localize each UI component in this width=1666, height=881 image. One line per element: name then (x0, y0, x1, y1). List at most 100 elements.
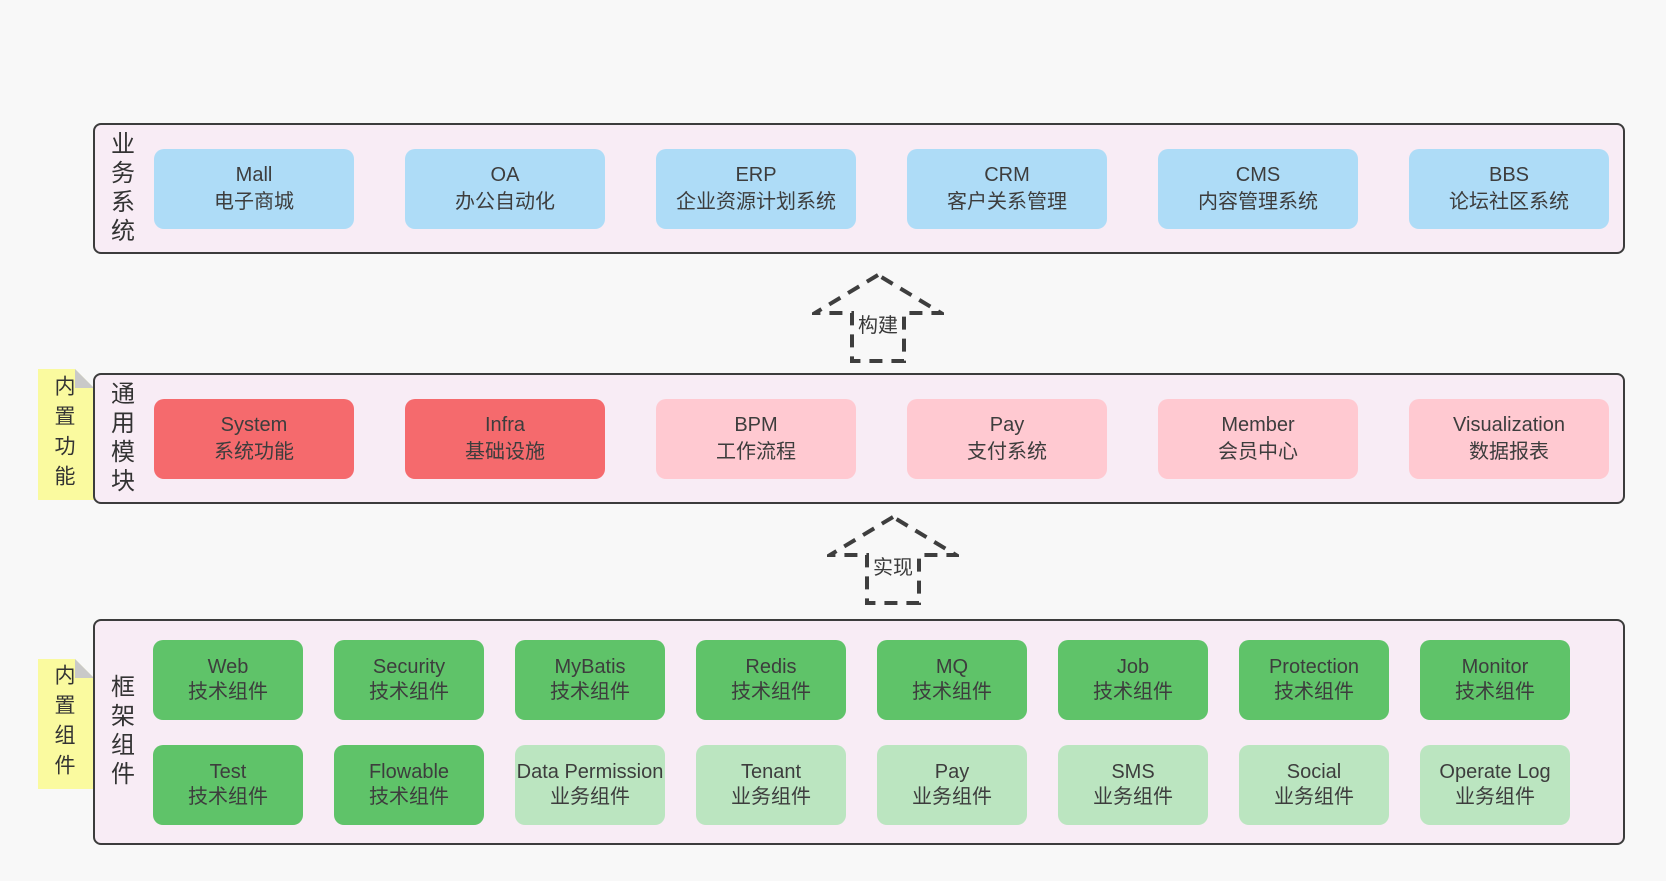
box-title: Operate Log (1439, 760, 1551, 783)
box-mall: Mall 电子商城 (154, 148, 354, 229)
box-subtitle: 业务组件 (1455, 785, 1535, 808)
framework-components-rows: Web 技术组件 Security 技术组件 MyBatis 技术组件 Redi… (153, 639, 1570, 825)
box-subtitle: 论坛社区系统 (1449, 190, 1569, 213)
box-subtitle: 工作流程 (716, 440, 796, 463)
arrow-up-icon (812, 272, 944, 363)
arrow-build: 构建 (812, 272, 944, 364)
box-subtitle: 技术组件 (369, 785, 449, 808)
box-title: CMS (1235, 163, 1281, 186)
arrow-implement: 实现 (827, 514, 959, 606)
box-cms: CMS 内容管理系统 (1158, 148, 1358, 229)
box-subtitle: 电子商城 (214, 190, 294, 213)
tab-built-in-components-label: 内置组件 (52, 664, 75, 784)
box-monitor: Monitor 技术组件 (1420, 639, 1570, 720)
box-redis: Redis 技术组件 (696, 639, 846, 720)
box-subtitle: 内容管理系统 (1198, 190, 1318, 213)
layer-business-systems-label: 业务系统 (106, 130, 134, 247)
arrow-up-icon (827, 514, 959, 605)
box-subtitle: 系统功能 (214, 440, 294, 463)
box-erp: ERP 企业资源计划系统 (656, 148, 856, 229)
box-protection: Protection 技术组件 (1239, 639, 1389, 720)
box-subtitle: 办公自动化 (455, 190, 555, 213)
box-pay-business: Pay 业务组件 (877, 744, 1027, 825)
box-web: Web 技术组件 (153, 639, 303, 720)
box-title: Job (1116, 655, 1150, 678)
box-title: Redis (745, 655, 797, 678)
box-data-permission: Data Permission 业务组件 (515, 744, 665, 825)
box-mq: MQ 技术组件 (877, 639, 1027, 720)
box-subtitle: 技术组件 (188, 785, 268, 808)
box-subtitle: 业务组件 (1274, 785, 1354, 808)
box-member: Member 会员中心 (1158, 398, 1358, 479)
box-title: BPM (734, 413, 778, 436)
box-title: CRM (984, 163, 1030, 186)
box-test: Test 技术组件 (153, 744, 303, 825)
box-subtitle: 技术组件 (1455, 680, 1535, 703)
box-security: Security 技术组件 (334, 639, 484, 720)
box-subtitle: 技术组件 (188, 680, 268, 703)
box-title: Infra (484, 413, 526, 436)
business-systems-row: Mall 电子商城 OA 办公自动化 ERP 企业资源计划系统 CRM 客户关系… (154, 148, 1609, 229)
box-title: Tenant (740, 760, 802, 783)
box-title: MyBatis (554, 655, 626, 678)
box-infra: Infra 基础设施 (405, 398, 605, 479)
box-title: BBS (1488, 163, 1530, 186)
tab-built-in-features-label: 内置功能 (52, 374, 75, 495)
box-subtitle: 技术组件 (1274, 680, 1354, 703)
box-title: Flowable (368, 760, 450, 783)
box-subtitle: 支付系统 (967, 440, 1047, 463)
box-title: Mall (235, 163, 273, 186)
box-subtitle: 技术组件 (369, 680, 449, 703)
box-bbs: BBS 论坛社区系统 (1409, 148, 1609, 229)
box-visualization: Visualization 数据报表 (1409, 398, 1609, 479)
box-mybatis: MyBatis 技术组件 (515, 639, 665, 720)
box-subtitle: 业务组件 (912, 785, 992, 808)
box-subtitle: 技术组件 (912, 680, 992, 703)
box-title: Social (1286, 760, 1342, 783)
box-title: Pay (934, 760, 970, 783)
box-title: Protection (1268, 655, 1360, 678)
box-tenant: Tenant 业务组件 (696, 744, 846, 825)
box-subtitle: 数据报表 (1469, 440, 1549, 463)
box-subtitle: 企业资源计划系统 (676, 190, 836, 213)
tab-built-in-components: 内置组件 (38, 659, 94, 789)
box-social: Social 业务组件 (1239, 744, 1389, 825)
box-subtitle: 客户关系管理 (947, 190, 1067, 213)
box-system: System 系统功能 (154, 398, 354, 479)
box-flowable: Flowable 技术组件 (334, 744, 484, 825)
box-subtitle: 业务组件 (1093, 785, 1173, 808)
box-title: MQ (935, 655, 969, 678)
box-sms: SMS 业务组件 (1058, 744, 1208, 825)
box-pay: Pay 支付系统 (907, 398, 1107, 479)
box-subtitle: 业务组件 (731, 785, 811, 808)
box-subtitle: 业务组件 (550, 785, 630, 808)
box-title: ERP (735, 163, 777, 186)
framework-components-row-2: Test 技术组件 Flowable 技术组件 Data Permission … (153, 744, 1570, 825)
box-title: Member (1221, 413, 1295, 436)
box-subtitle: 技术组件 (1093, 680, 1173, 703)
box-oa: OA 办公自动化 (405, 148, 605, 229)
box-subtitle: 基础设施 (465, 440, 545, 463)
box-title: Test (209, 760, 247, 783)
box-subtitle: 技术组件 (550, 680, 630, 703)
layer-framework-components: 框架组件 Web 技术组件 Security 技术组件 MyBatis 技术组件… (93, 619, 1625, 845)
layer-common-modules: 通用模块 System 系统功能 Infra 基础设施 BPM 工作流程 Pay… (93, 373, 1625, 504)
box-title: System (220, 413, 288, 436)
arrow-implement-label: 实现 (870, 550, 916, 581)
box-job: Job 技术组件 (1058, 639, 1208, 720)
arrow-build-label: 构建 (855, 308, 901, 339)
box-subtitle: 技术组件 (731, 680, 811, 703)
box-title: SMS (1111, 760, 1155, 783)
box-crm: CRM 客户关系管理 (907, 148, 1107, 229)
common-modules-row: System 系统功能 Infra 基础设施 BPM 工作流程 Pay 支付系统… (154, 398, 1609, 479)
box-title: OA (490, 163, 520, 186)
box-title: Data Permission (516, 760, 664, 783)
layer-common-modules-label: 通用模块 (106, 380, 134, 497)
layer-framework-components-label: 框架组件 (106, 674, 134, 790)
framework-components-row-1: Web 技术组件 Security 技术组件 MyBatis 技术组件 Redi… (153, 639, 1570, 720)
layer-business-systems: 业务系统 Mall 电子商城 OA 办公自动化 ERP 企业资源计划系统 CRM… (93, 123, 1625, 254)
tab-built-in-features: 内置功能 (38, 369, 94, 500)
box-title: Web (207, 655, 249, 678)
box-title: Monitor (1461, 655, 1529, 678)
